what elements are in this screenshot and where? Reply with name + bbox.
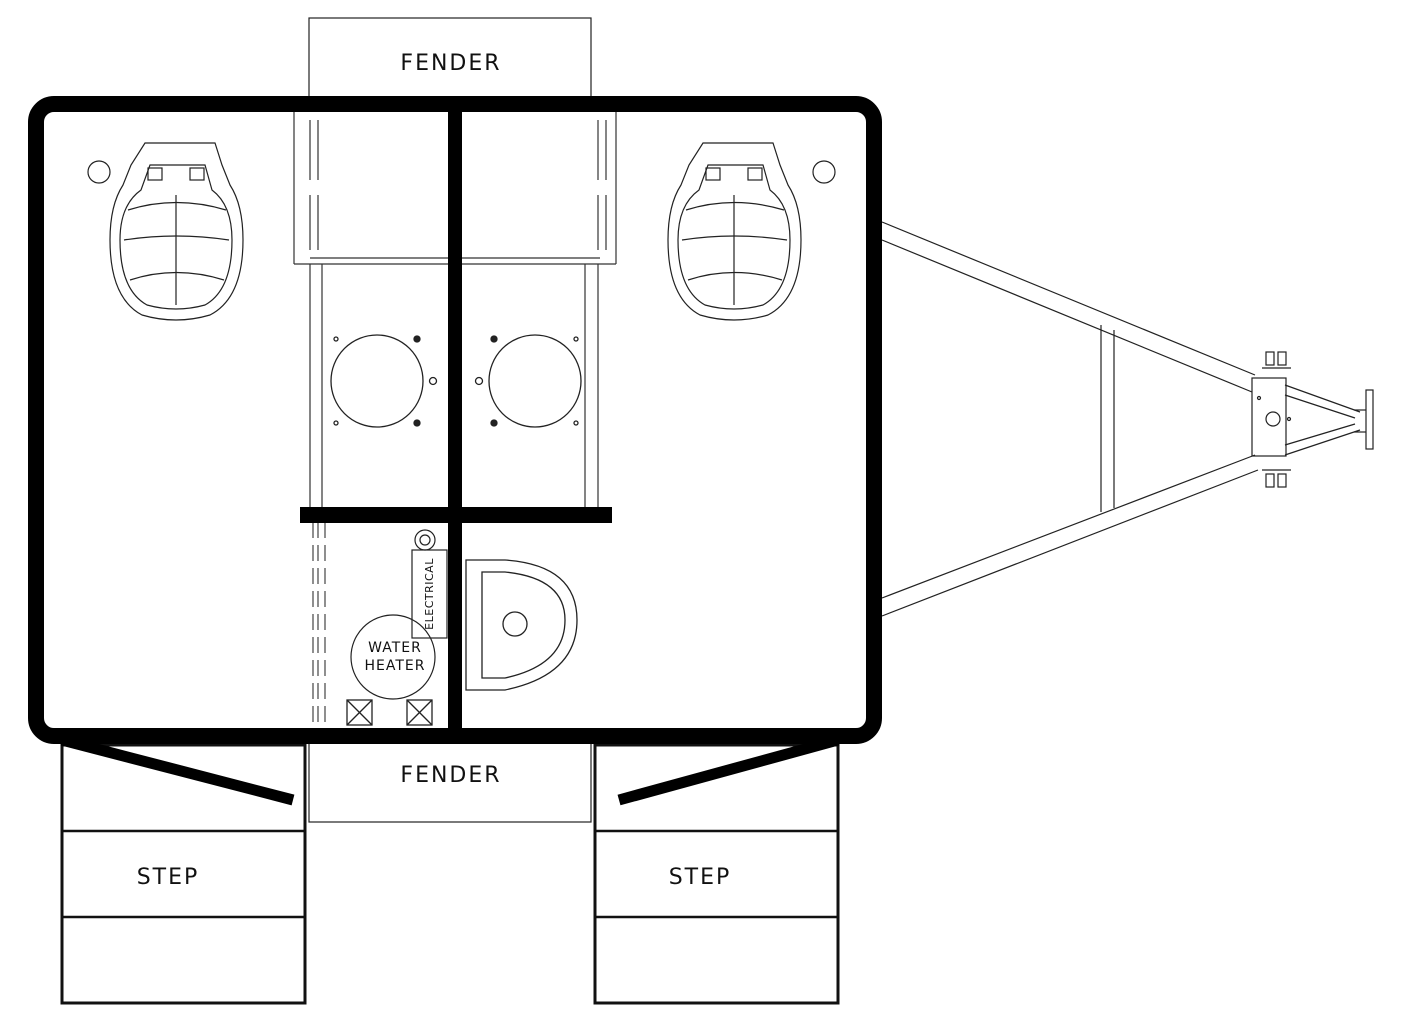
left-toilet bbox=[87, 142, 244, 321]
top-fender: FENDER bbox=[308, 17, 592, 99]
left-step-label: STEP bbox=[137, 865, 200, 890]
safety-chain-hooks bbox=[1262, 351, 1291, 488]
utility-chase-dashed bbox=[312, 522, 326, 728]
left-step: STEP bbox=[60, 743, 307, 1005]
urinal bbox=[465, 559, 578, 691]
left-tank-port bbox=[330, 334, 438, 428]
floor-vent-boxes bbox=[346, 699, 433, 726]
water-heater: WATER HEATER bbox=[350, 614, 436, 700]
electrical-label: ELECTRICAL bbox=[423, 558, 436, 630]
right-door bbox=[617, 734, 840, 806]
water-heater-label-line2: HEATER bbox=[365, 658, 426, 674]
water-heater-label-line1: WATER bbox=[368, 640, 422, 656]
interior-walls bbox=[300, 104, 612, 736]
right-step-label: STEP bbox=[669, 865, 732, 890]
electrical-panel: ELECTRICAL bbox=[411, 529, 448, 639]
bottom-fender-label: FENDER bbox=[400, 763, 501, 788]
hitch-coupler bbox=[1251, 377, 1374, 457]
right-step: STEP bbox=[593, 743, 840, 1005]
right-tank-port bbox=[474, 334, 582, 428]
top-fender-label: FENDER bbox=[400, 51, 501, 76]
trailer-tongue bbox=[881, 221, 1361, 617]
right-toilet bbox=[667, 142, 836, 321]
left-door bbox=[60, 734, 295, 806]
bottom-fender: FENDER bbox=[308, 741, 592, 823]
